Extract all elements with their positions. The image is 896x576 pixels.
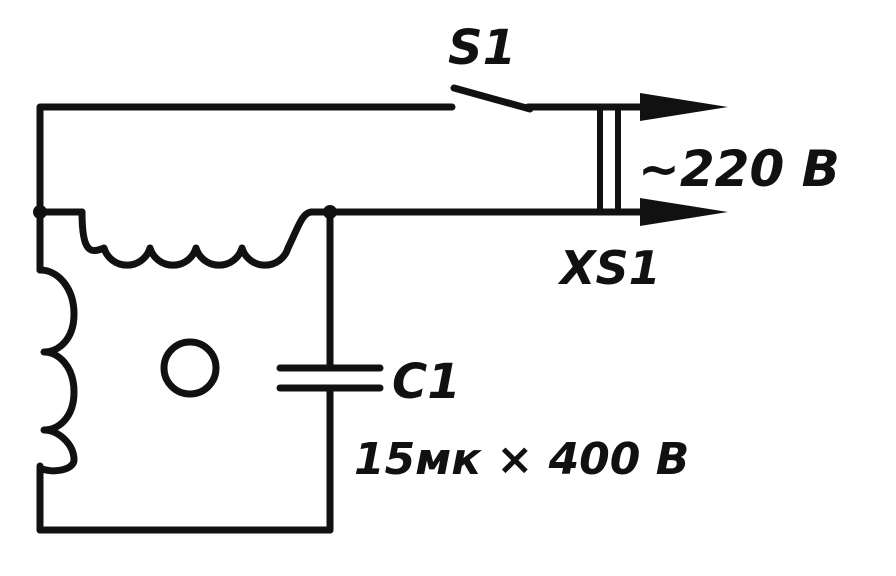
motor-rotor-icon	[160, 338, 220, 398]
top-wire	[36, 103, 456, 216]
coil-top	[78, 208, 316, 269]
label-c1: C1	[392, 354, 461, 410]
label-capacitor-rating: 15мк × 400 В	[354, 434, 689, 485]
bottom-output-arrow	[640, 198, 728, 226]
label-s1: S1	[448, 20, 516, 76]
switch-s1-blade	[450, 84, 534, 113]
label-xs1: XS1	[557, 241, 661, 295]
top-output-arrow	[640, 93, 728, 121]
coil-left	[36, 266, 78, 475]
label-voltage: ~220 В	[638, 140, 840, 198]
